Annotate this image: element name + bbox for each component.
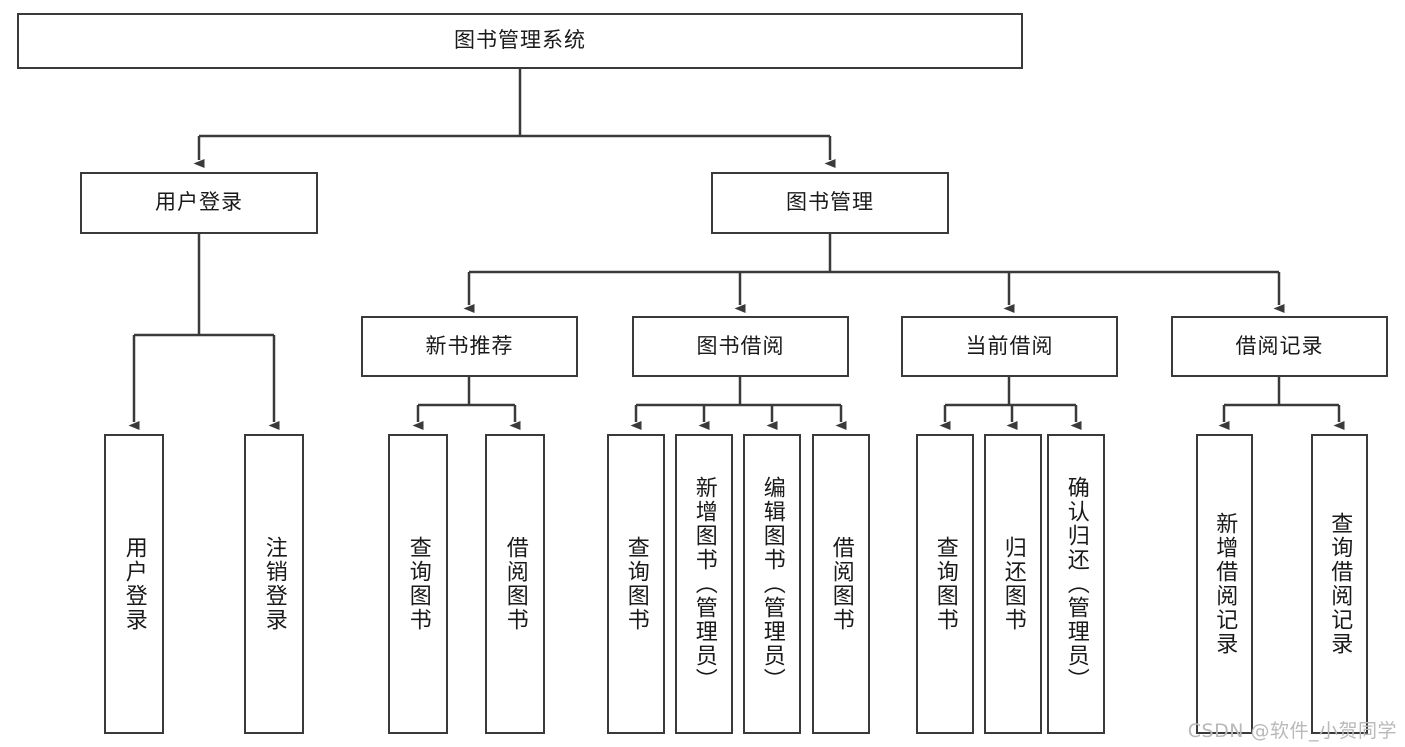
node-new-book-recommend-label: 新书推荐 xyxy=(425,333,514,358)
node-book-management-label: 图书管理 xyxy=(786,190,874,215)
leaf-borrow-book-rec-label: 借阅图书 xyxy=(502,536,528,632)
node-book-management[interactable]: 图书管理 xyxy=(711,172,949,234)
leaf-query-borrow-record-label: 查询借阅记录 xyxy=(1327,512,1353,656)
node-new-book-recommend[interactable]: 新书推荐 xyxy=(361,316,578,377)
leaf-add-borrow-record[interactable]: 新增借阅记录 xyxy=(1196,434,1253,734)
leaf-return-book[interactable]: 归还图书 xyxy=(984,434,1042,734)
leaf-edit-book-admin-label: 编辑图书（管理员） xyxy=(759,476,785,692)
leaf-query-book-borrow-label: 查询图书 xyxy=(623,536,649,632)
leaf-confirm-return-admin-label: 确认归还（管理员） xyxy=(1063,476,1089,692)
leaf-logout-label: 注销登录 xyxy=(261,536,287,632)
node-user-login[interactable]: 用户登录 xyxy=(80,172,318,234)
leaf-confirm-return-admin[interactable]: 确认归还（管理员） xyxy=(1047,434,1105,734)
node-book-borrow[interactable]: 图书借阅 xyxy=(632,316,849,377)
node-user-login-label: 用户登录 xyxy=(155,190,243,215)
node-root[interactable]: 图书管理系统 xyxy=(17,13,1023,69)
leaf-return-book-label: 归还图书 xyxy=(1000,536,1026,632)
leaf-user-login-label: 用户登录 xyxy=(121,536,147,632)
leaf-edit-book-admin[interactable]: 编辑图书（管理员） xyxy=(743,434,801,734)
node-borrow-record[interactable]: 借阅记录 xyxy=(1171,316,1388,377)
leaf-query-book-borrow[interactable]: 查询图书 xyxy=(607,434,665,734)
leaf-query-book-rec[interactable]: 查询图书 xyxy=(388,434,448,734)
leaf-borrow-book-label: 借阅图书 xyxy=(828,536,854,632)
leaf-borrow-book[interactable]: 借阅图书 xyxy=(812,434,870,734)
leaf-query-book-current-label: 查询图书 xyxy=(932,536,958,632)
leaf-add-borrow-record-label: 新增借阅记录 xyxy=(1212,512,1238,656)
leaf-logout[interactable]: 注销登录 xyxy=(244,434,304,734)
leaf-query-book-current[interactable]: 查询图书 xyxy=(916,434,974,734)
node-borrow-record-label: 借阅记录 xyxy=(1235,333,1324,358)
leaf-add-book-admin[interactable]: 新增图书（管理员） xyxy=(675,434,733,734)
node-current-borrow-label: 当前借阅 xyxy=(965,333,1054,358)
watermark: CSDN @软件_小贺同学 xyxy=(1187,720,1397,742)
leaf-query-borrow-record[interactable]: 查询借阅记录 xyxy=(1311,434,1368,734)
node-root-label: 图书管理系统 xyxy=(454,28,586,53)
leaf-borrow-book-rec[interactable]: 借阅图书 xyxy=(485,434,545,734)
leaf-query-book-rec-label: 查询图书 xyxy=(405,536,431,632)
leaf-add-book-admin-label: 新增图书（管理员） xyxy=(691,476,717,692)
leaf-user-login[interactable]: 用户登录 xyxy=(104,434,164,734)
node-book-borrow-label: 图书借阅 xyxy=(696,333,785,358)
node-current-borrow[interactable]: 当前借阅 xyxy=(901,316,1118,377)
